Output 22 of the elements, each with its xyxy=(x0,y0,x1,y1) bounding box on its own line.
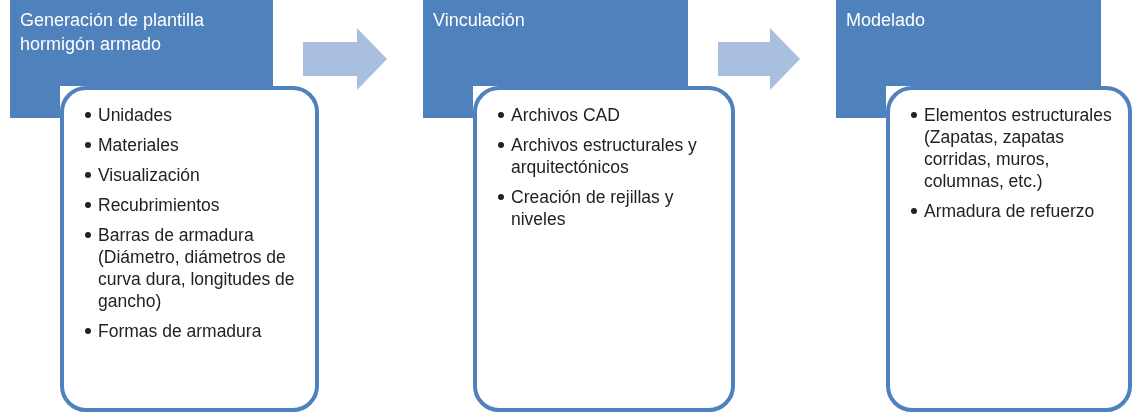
bullet-text: Archivos CAD xyxy=(511,105,620,125)
step-card xyxy=(60,86,319,412)
bullet-text: Armadura de refuerzo xyxy=(924,201,1095,221)
bullet-text: Creación de rejillas y niveles xyxy=(511,187,674,229)
bullet-text: Unidades xyxy=(98,105,172,125)
step-title: Modelado xyxy=(846,9,927,32)
bullet-text: Materiales xyxy=(98,135,179,155)
step-card xyxy=(473,86,735,412)
bullet-text: Archivos estructurales y arquitectónicos xyxy=(511,135,697,177)
bullet-text: Elementos estructurales (Zapatas, zapatas corridas, muros, columnas, etc.) xyxy=(924,105,1112,191)
step-card xyxy=(886,86,1132,412)
bullet-text: Recubrimientos xyxy=(98,195,220,215)
bullet-text: Barras de armadura (Diámetro, diámetros de curva dura, longitudes de gancho) xyxy=(98,225,295,311)
bullet-text: Visualización xyxy=(98,165,200,185)
step-header xyxy=(836,0,1101,86)
step-header xyxy=(423,0,688,86)
step-title: Vinculación xyxy=(433,9,526,32)
step-title: Generación de plantilla hormigón armado xyxy=(20,9,206,56)
bullet-text: Formas de armadura xyxy=(98,321,262,341)
step-header xyxy=(10,0,273,86)
block-arrow xyxy=(303,28,387,90)
block-arrow xyxy=(718,28,800,90)
